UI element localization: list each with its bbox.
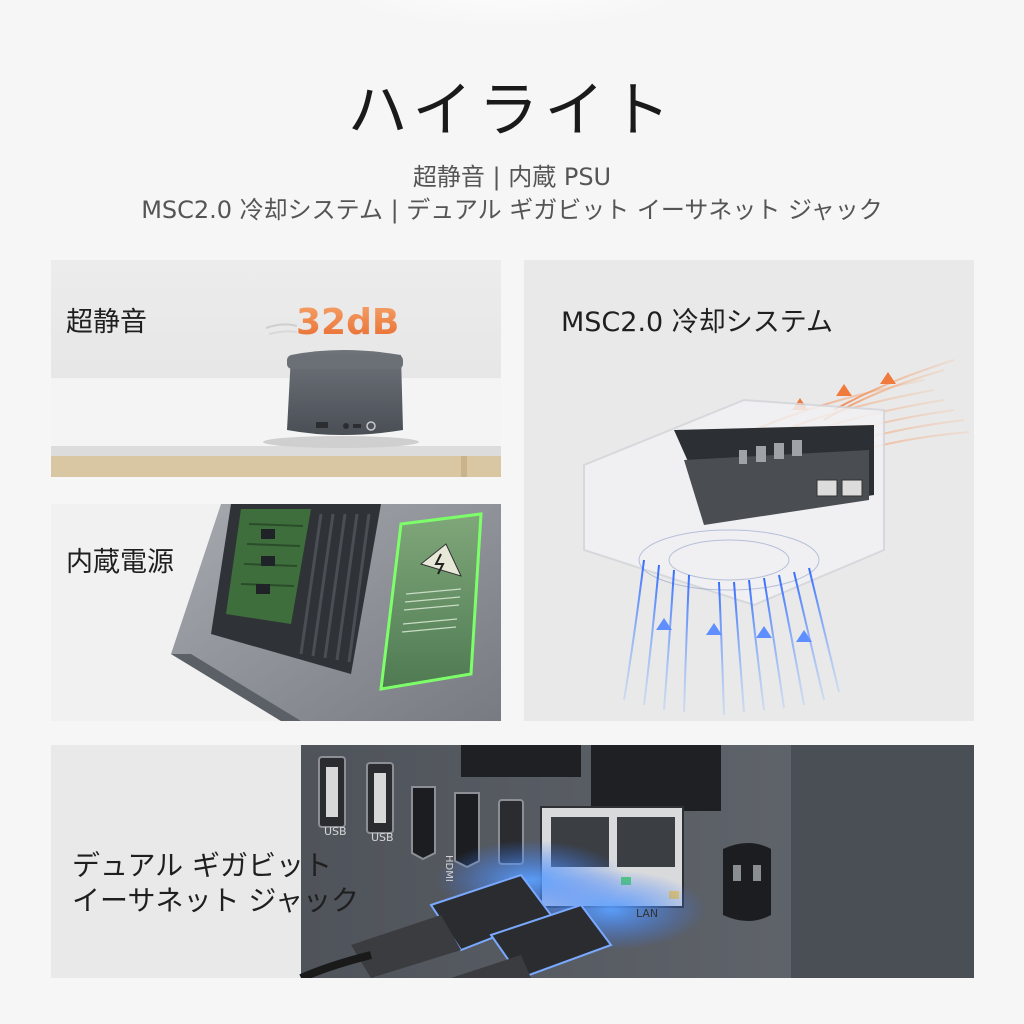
panel-cooling: MSC2.0 冷却システム <box>524 260 974 721</box>
noise-value: 32dB <box>296 302 399 343</box>
ethernet-illustration: USB USB HDMI LAN <box>299 745 974 978</box>
panel-cooling-label: MSC2.0 冷却システム <box>561 307 833 338</box>
panel-ethernet-label: デュアル ギガビット イーサネット ジャック <box>72 848 359 918</box>
panel-psu-label: 内蔵電源 <box>66 547 174 578</box>
subtitle-line-1: 超静音 | 内蔵 PSU <box>412 163 612 191</box>
panel-quiet: 32dB 超静音 <box>51 260 501 477</box>
panel-ethernet-label-line-1: デュアル ギガビット <box>72 849 333 882</box>
panel-quiet-label: 超静音 <box>66 307 147 338</box>
subtitle-line-2: MSC2.0 冷却システム | デュアル ギガビット イーサネット ジャック <box>141 196 883 224</box>
hdmi-label: HDMI <box>443 855 454 882</box>
psu-illustration <box>171 504 501 721</box>
top-glow <box>312 0 712 30</box>
quiet-illustration: 32dB <box>51 260 501 477</box>
panel-ethernet: USB USB HDMI LAN デュアル ギガビット イーサネット ジャック <box>51 745 974 978</box>
usb-label-2: USB <box>371 831 394 844</box>
panel-psu: 内蔵電源 <box>51 504 501 721</box>
lan-label: LAN <box>636 907 658 920</box>
usb-label-1: USB <box>324 825 347 838</box>
cooling-illustration <box>583 359 970 716</box>
page-title: ハイライト <box>347 76 677 146</box>
panel-ethernet-label-line-2: イーサネット ジャック <box>72 884 359 917</box>
